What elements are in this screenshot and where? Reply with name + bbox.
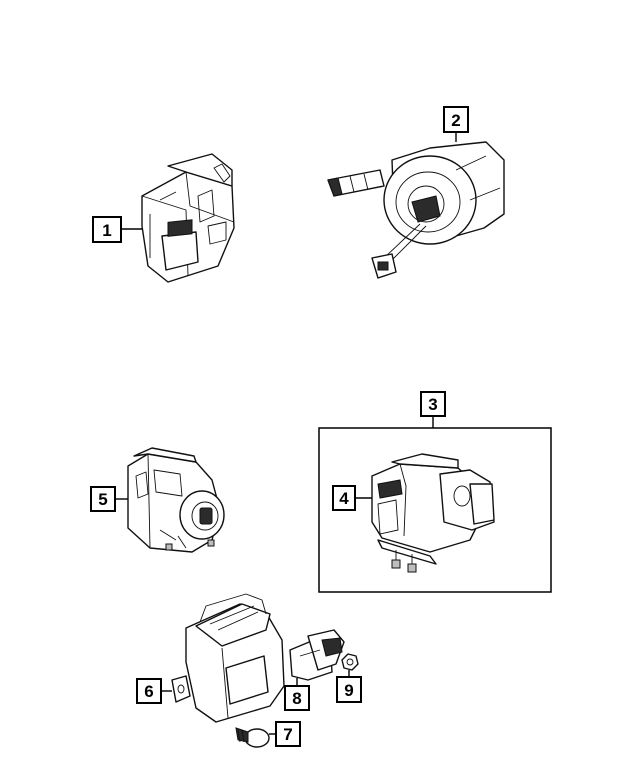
svg-text:7: 7: [283, 725, 292, 744]
svg-text:8: 8: [292, 689, 301, 708]
part-1-switch-module[interactable]: [141, 153, 235, 283]
callout-8[interactable]: 8: [284, 685, 310, 711]
callout-7[interactable]: 7: [275, 721, 301, 747]
part-5-ignition-switch[interactable]: [127, 447, 225, 553]
svg-text:2: 2: [451, 111, 460, 130]
callout-4[interactable]: 4: [332, 485, 356, 511]
callout-1[interactable]: 1: [92, 216, 122, 243]
part-3-group-frame: [318, 427, 552, 593]
svg-text:9: 9: [344, 681, 353, 700]
part-6-electronic-module[interactable]: [171, 593, 285, 723]
callout-5[interactable]: 5: [90, 486, 116, 512]
callout-2[interactable]: 2: [443, 106, 469, 133]
part-4-control-module[interactable]: [371, 453, 495, 573]
svg-text:4: 4: [339, 489, 349, 508]
svg-text:6: 6: [144, 682, 153, 701]
callout-9[interactable]: 9: [336, 676, 362, 703]
part-9-nut[interactable]: [341, 653, 359, 671]
svg-text:3: 3: [428, 395, 437, 414]
svg-text:1: 1: [102, 221, 111, 240]
callout-6[interactable]: 6: [136, 678, 162, 704]
part-8-connector-bracket[interactable]: [289, 629, 345, 681]
svg-text:5: 5: [98, 490, 107, 509]
callout-3[interactable]: 3: [420, 391, 446, 417]
part-2-clockspring-switch[interactable]: [327, 141, 505, 279]
part-7-screw[interactable]: [235, 727, 270, 748]
